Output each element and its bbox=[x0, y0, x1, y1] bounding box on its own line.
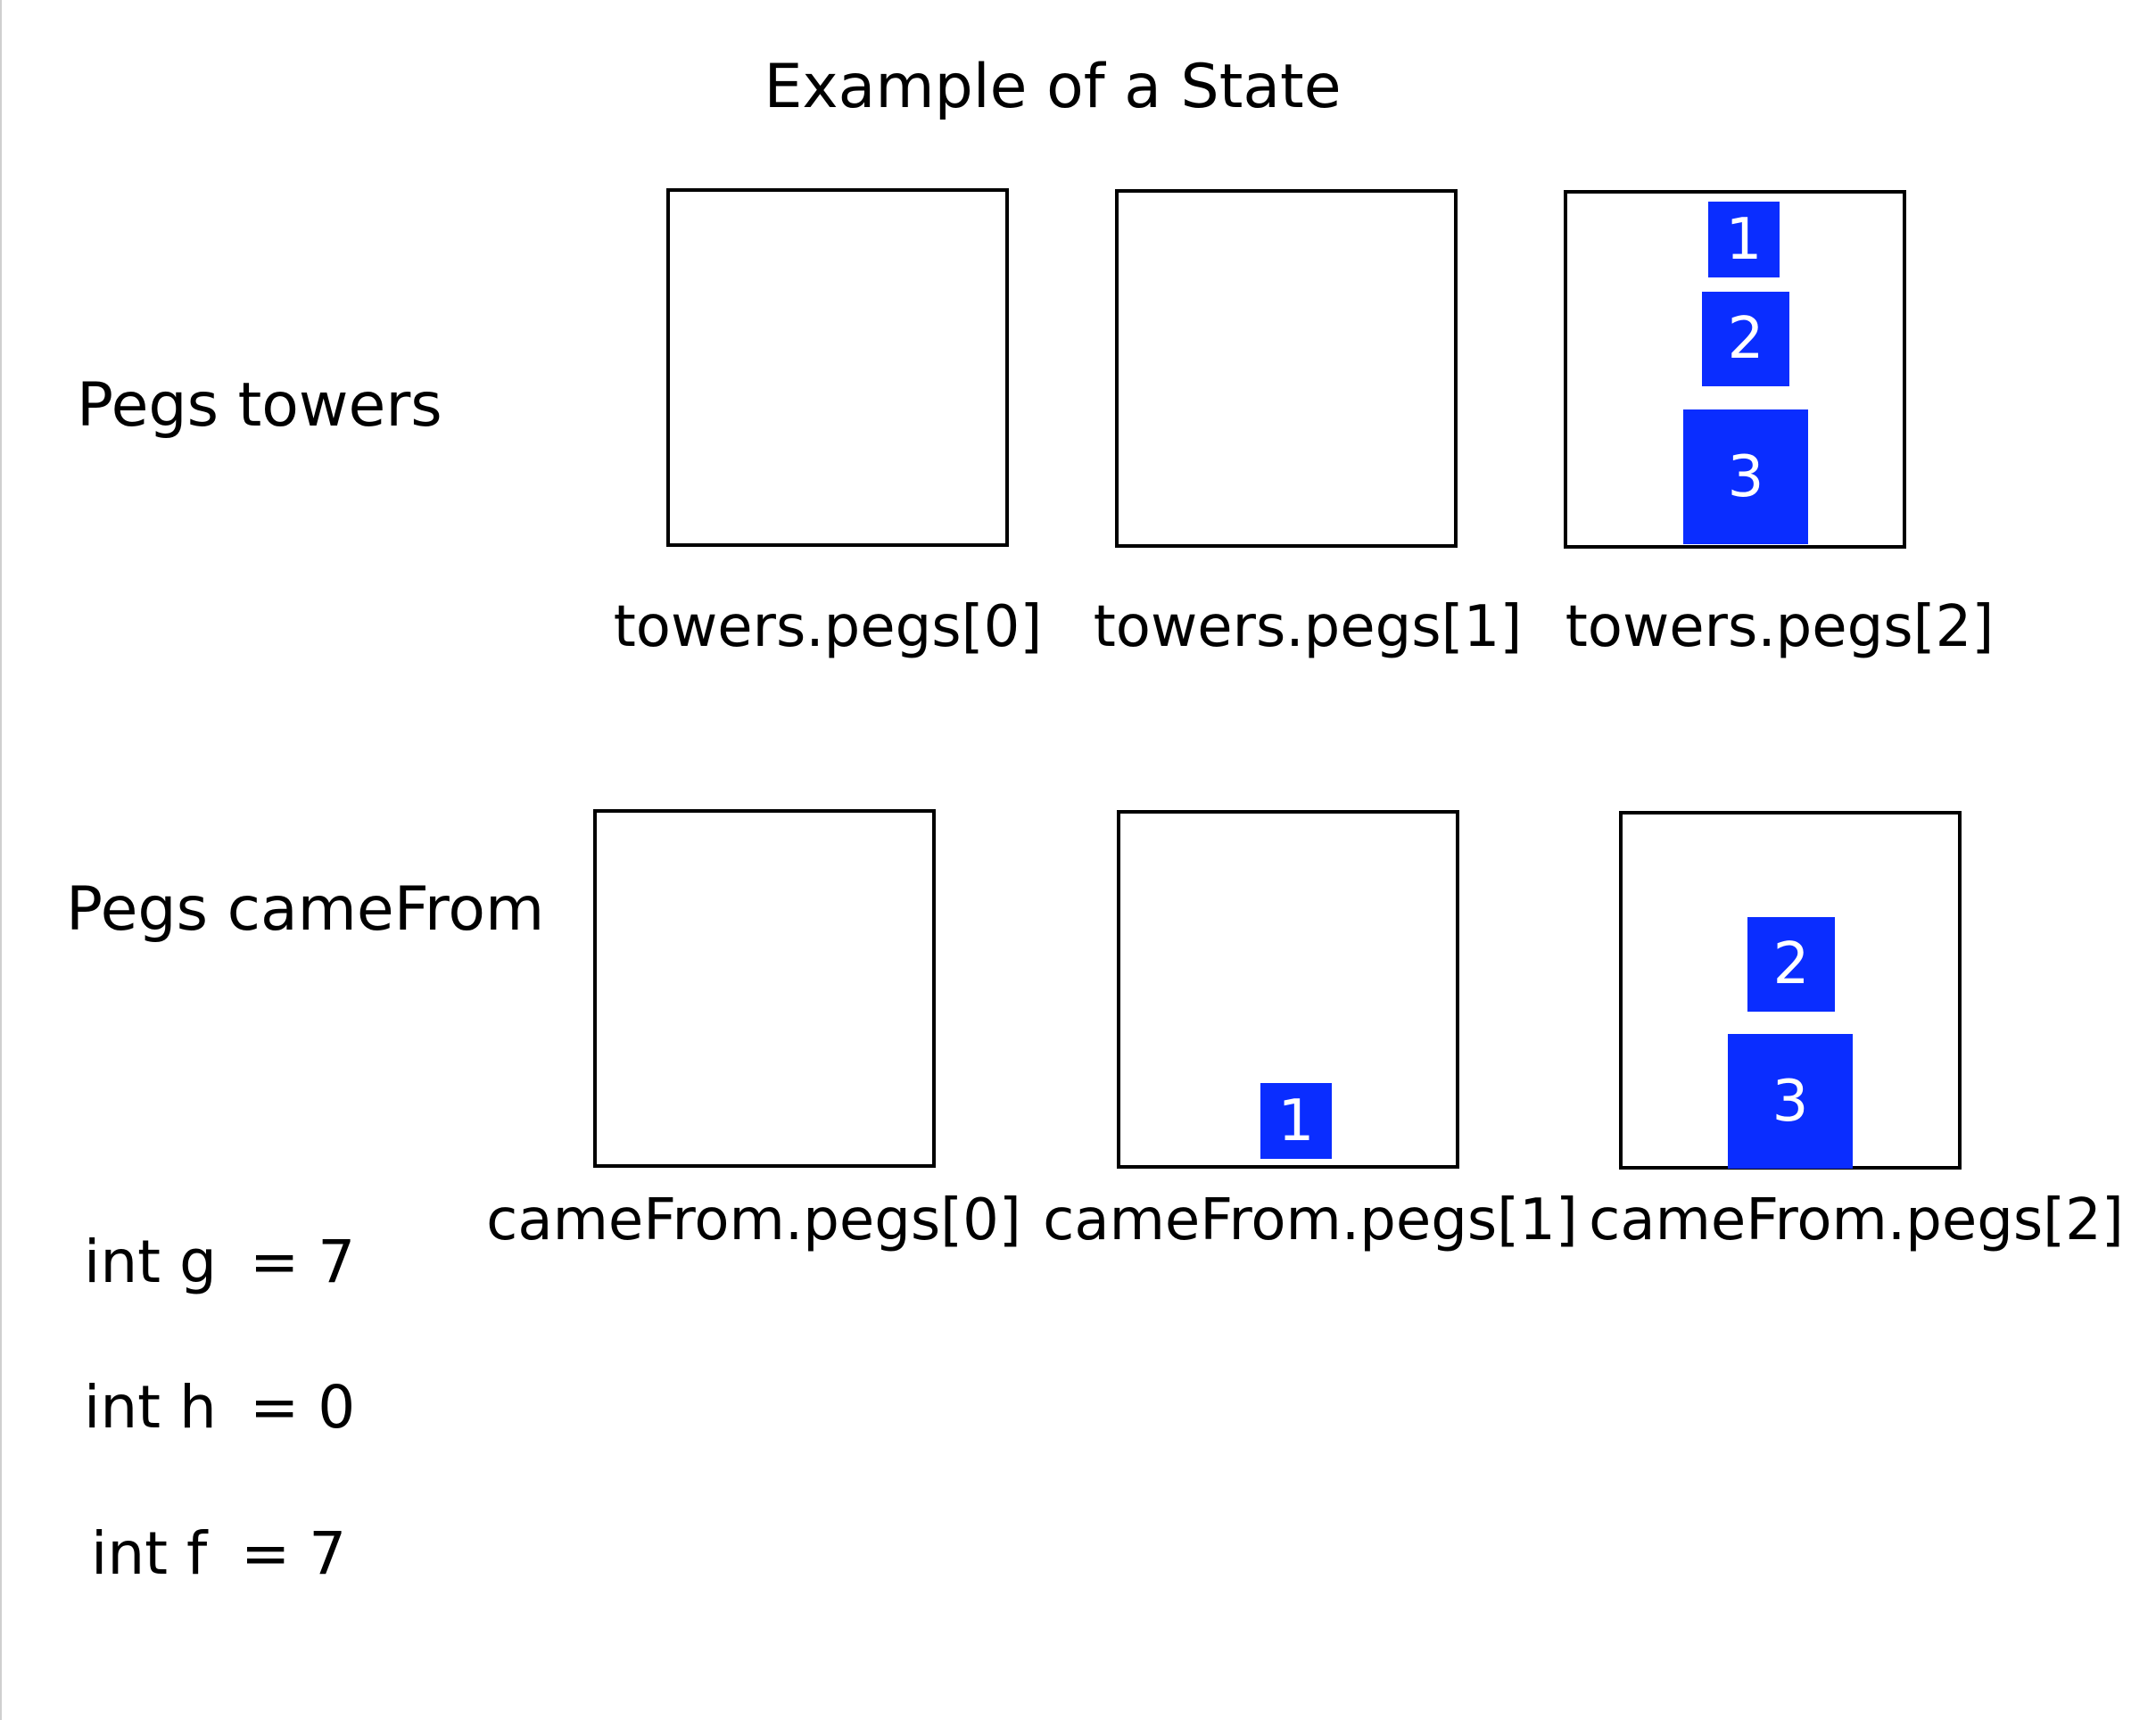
disk-3: 3 bbox=[1728, 1034, 1853, 1169]
camefrom-peg-2-label: cameFrom.pegs[2] bbox=[1589, 1187, 2124, 1253]
variable-g: int g = 7 bbox=[84, 1227, 355, 1298]
disk-1: 1 bbox=[1260, 1083, 1332, 1159]
disk-1: 1 bbox=[1708, 202, 1780, 277]
disk-3: 3 bbox=[1683, 409, 1808, 544]
camefrom-peg-0 bbox=[593, 809, 936, 1168]
variable-h-name: int h bbox=[84, 1373, 217, 1442]
towers-peg-1 bbox=[1115, 189, 1458, 548]
camefrom-peg-1-label: cameFrom.pegs[1] bbox=[1043, 1187, 1578, 1253]
variable-h: int h = 0 bbox=[84, 1372, 355, 1443]
camefrom-peg-2: 2 3 bbox=[1619, 811, 1962, 1170]
camefrom-peg-0-label: cameFrom.pegs[0] bbox=[486, 1187, 1021, 1253]
variable-h-value: = 0 bbox=[250, 1373, 356, 1442]
variable-g-value: = 7 bbox=[250, 1228, 356, 1296]
towers-peg-2: 1 2 3 bbox=[1564, 190, 1906, 549]
variable-f-name: int f bbox=[91, 1519, 208, 1588]
variable-f: int f = 7 bbox=[91, 1518, 346, 1590]
left-edge-divider bbox=[0, 0, 2, 1720]
variable-g-name: int g bbox=[84, 1228, 217, 1296]
disk-2: 2 bbox=[1747, 917, 1835, 1012]
row-label-towers: Pegs towers bbox=[77, 370, 442, 441]
camefrom-peg-1: 1 bbox=[1117, 810, 1459, 1169]
towers-peg-1-label: towers.pegs[1] bbox=[1093, 594, 1523, 660]
towers-peg-0-label: towers.pegs[0] bbox=[613, 594, 1043, 660]
towers-peg-0 bbox=[666, 188, 1009, 547]
towers-peg-2-label: towers.pegs[2] bbox=[1565, 594, 1995, 660]
disk-2: 2 bbox=[1702, 292, 1789, 386]
row-label-camefrom: Pegs cameFrom bbox=[66, 874, 545, 945]
diagram-title: Example of a State bbox=[764, 52, 1342, 122]
variable-f-value: = 7 bbox=[241, 1519, 347, 1588]
